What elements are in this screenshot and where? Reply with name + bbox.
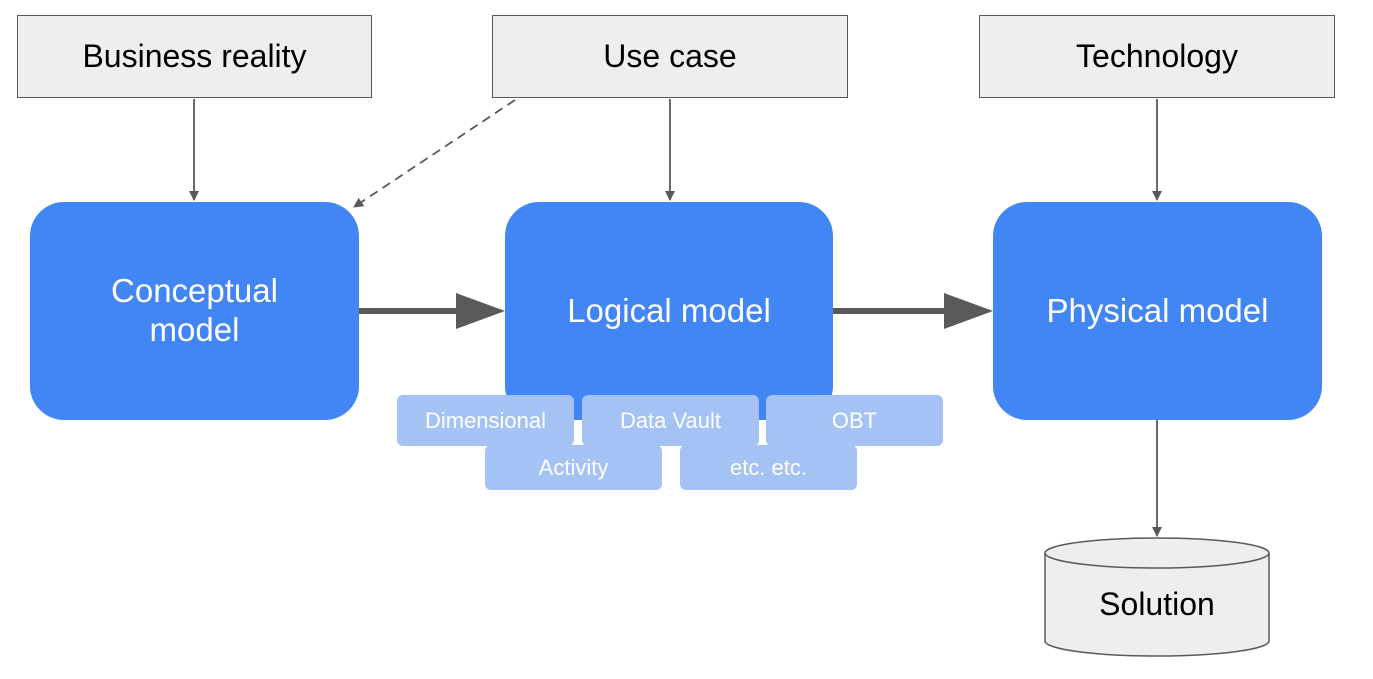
technique-pill-etc: etc. etc. — [680, 445, 857, 490]
conceptual-model-label-line2: model — [149, 311, 240, 348]
technique-label-dimensional: Dimensional — [424, 407, 547, 433]
conceptual-to-logical-arrowhead — [456, 293, 505, 329]
technology-box: Technology — [979, 15, 1335, 98]
use-case-box: Use case — [492, 15, 848, 98]
technique-pill-activity: Activity — [485, 445, 662, 490]
technique-pill-obt: OBT — [766, 395, 943, 446]
technique-label-etc: etc. etc. — [729, 454, 808, 480]
business-reality-label: Business reality — [82, 38, 307, 74]
use-case-label: Use case — [603, 38, 737, 74]
solution-label-wrapper: Solution — [1045, 568, 1269, 641]
technique-pill-dimensional: Dimensional — [397, 395, 574, 446]
logical-model-label: Logical model — [567, 291, 771, 329]
business-reality-box: Business reality — [17, 15, 372, 98]
technique-label-obt: OBT — [831, 407, 878, 433]
logical-to-physical-arrowhead — [944, 293, 993, 329]
technique-pill-data-vault: Data Vault — [582, 395, 759, 446]
physical-model-label: Physical model — [1046, 291, 1269, 329]
solution-cylinder-icon — [1044, 537, 1270, 657]
conceptual-model-label-line1: Conceptual — [111, 272, 278, 310]
conceptual-model-box: Conceptual model — [30, 202, 359, 420]
technique-label-data-vault: Data Vault — [619, 407, 722, 433]
technology-label: Technology — [1076, 38, 1238, 74]
solution-label: Solution — [1099, 586, 1215, 622]
logical-model-box: Logical model — [505, 202, 833, 420]
usecase-to-conceptual-dashed-arrow — [353, 99, 516, 208]
physical-model-box: Physical model — [993, 202, 1322, 420]
technique-label-activity: Activity — [538, 454, 609, 480]
